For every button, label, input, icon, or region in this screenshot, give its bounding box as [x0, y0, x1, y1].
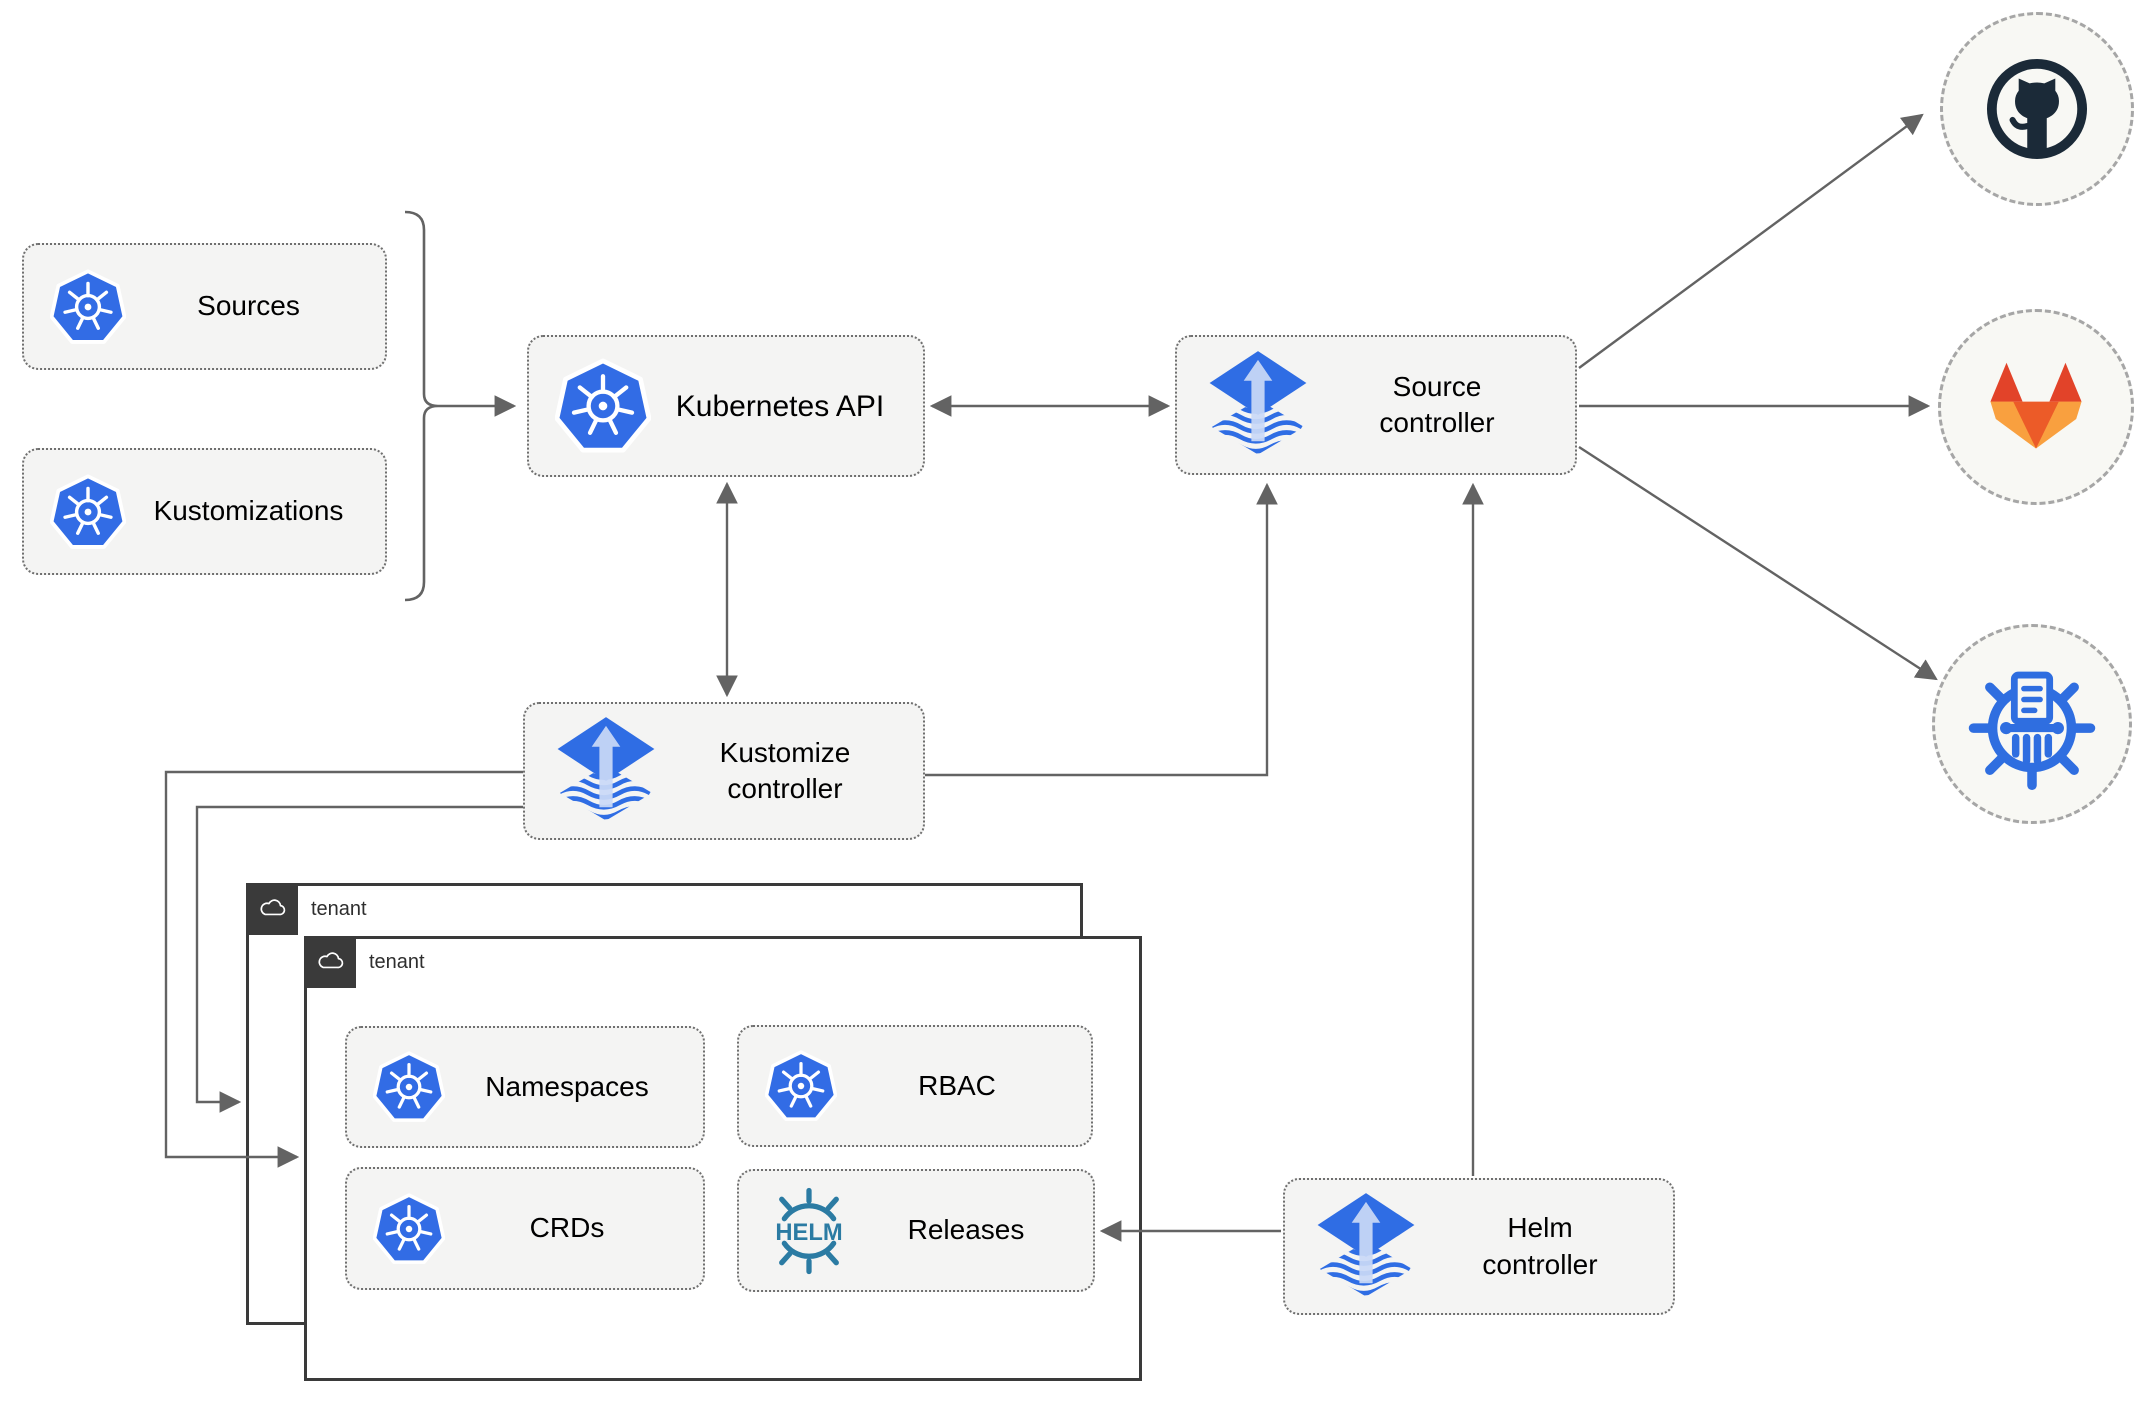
flux-icon: [1311, 1192, 1421, 1302]
node-kubernetes-api: Kubernetes API: [527, 335, 925, 477]
node-label: Helm controller: [1482, 1212, 1598, 1280]
edge-source-to-harbor: [1578, 445, 1938, 681]
kubernetes-icon: [50, 269, 126, 345]
node-helm-controller: Helm controller: [1283, 1178, 1675, 1315]
node-namespaces: Namespaces: [345, 1026, 705, 1148]
node-label: Kustomize controller: [719, 736, 851, 804]
cloud-icon: [255, 892, 289, 926]
flux-icon: [1203, 350, 1313, 460]
kubernetes-icon: [555, 358, 651, 454]
gitlab-icon: [1969, 340, 2103, 474]
node-source-controller: Source controller: [1175, 335, 1577, 475]
node-label: Namespaces: [485, 1070, 649, 1102]
edge-source-to-github: [1578, 113, 1924, 369]
tenant-tab: [246, 883, 298, 935]
endpoint-github: [1940, 12, 2134, 206]
node-kustomize-controller: Kustomize controller: [523, 702, 925, 840]
helm-icon: [765, 1187, 853, 1275]
cloud-icon: [313, 945, 347, 979]
bracket-sources-group: [404, 210, 439, 602]
node-kustomizations: Kustomizations: [22, 448, 387, 575]
node-label: Sources: [197, 290, 300, 322]
node-label: Kubernetes API: [675, 389, 885, 423]
node-label: Releases: [907, 1214, 1025, 1246]
kubernetes-icon: [50, 474, 126, 550]
kubernetes-icon: [765, 1050, 837, 1122]
node-label: Source controller: [1379, 370, 1495, 438]
node-label: Kustomizations: [153, 495, 344, 527]
harbor-registry-icon: [1964, 656, 2100, 792]
flux-icon: [551, 716, 661, 826]
node-rbac: RBAC: [737, 1025, 1093, 1147]
tenant-label: tenant: [369, 951, 425, 973]
tenant-label: tenant: [311, 898, 367, 920]
node-label: RBAC: [918, 1069, 996, 1101]
node-releases: Releases: [737, 1169, 1095, 1292]
edge-kustomize-to-source: [925, 482, 1278, 777]
github-icon: [1976, 48, 2098, 170]
node-sources: Sources: [22, 243, 387, 370]
endpoint-gitlab: [1938, 309, 2134, 505]
endpoint-harbor-registry: [1932, 624, 2132, 824]
kubernetes-icon: [373, 1193, 445, 1265]
node-crds: CRDs: [345, 1167, 705, 1290]
node-label: CRDs: [529, 1212, 605, 1244]
tenant-group-inner: tenant: [304, 936, 1142, 1381]
kubernetes-icon: [373, 1051, 445, 1123]
tenant-tab: [304, 936, 356, 988]
